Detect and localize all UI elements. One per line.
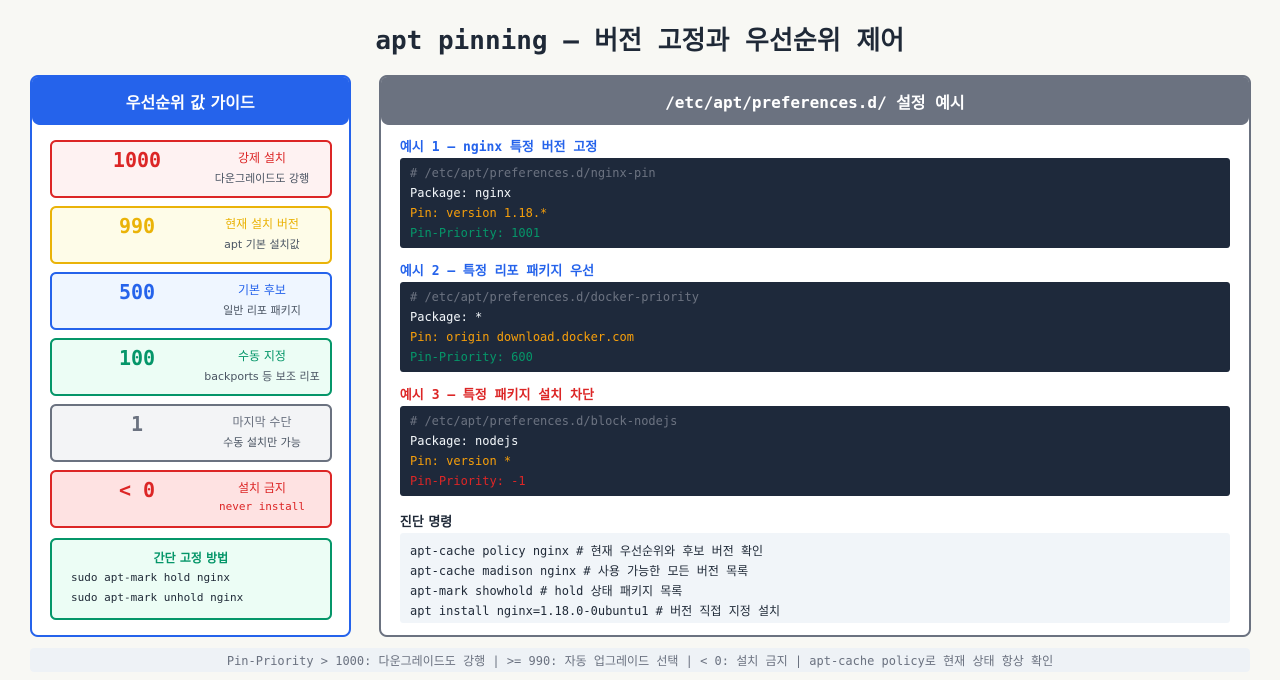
preferences-example-header: /etc/apt/preferences.d/ 설정 예시 <box>381 77 1249 125</box>
page-title: apt pinning — 버전 고정과 우선순위 제어 <box>375 26 905 56</box>
priority-card-100: 100 수동 지정 backports 등 보조 리포 <box>50 338 332 396</box>
example-1-title: 예시 1 — nginx 특정 버전 고정 <box>400 140 598 155</box>
priority-value: 500 <box>118 280 156 304</box>
example-1-code: # /etc/apt/preferences.d/nginx-pin Packa… <box>400 158 1230 248</box>
priority-value: 100 <box>118 346 156 370</box>
priority-value: 1000 <box>112 148 162 172</box>
diagnostic-code: apt-cache policy nginx # 현재 우선순위와 후보 버전 … <box>400 533 1230 623</box>
priority-desc: apt 기본 설치값 <box>224 238 300 251</box>
priority-desc: backports 등 보조 리포 <box>204 370 320 383</box>
example-3-title: 예시 3 — 특정 패키지 설치 차단 <box>400 388 595 403</box>
diagnostic-line: apt-mark showhold # hold 상태 패키지 목록 <box>410 584 683 598</box>
priority-card-500: 500 기본 후보 일반 리포 패키지 <box>50 272 332 330</box>
code-comment: # /etc/apt/preferences.d/nginx-pin <box>410 166 656 180</box>
priority-desc: 수동 설치만 가능 <box>223 436 301 449</box>
code-package: Package: nginx <box>410 186 512 200</box>
footer-note: Pin-Priority > 1000: 다운그레이드도 강행 | >= 990… <box>30 648 1250 672</box>
priority-value: 990 <box>118 214 156 238</box>
priority-value: < 0 <box>118 478 156 502</box>
priority-card-1: 1 마지막 수단 수동 설치만 가능 <box>50 404 332 462</box>
priority-label: 강제 설치 <box>238 151 286 165</box>
priority-guide-header: 우선순위 값 가이드 <box>32 77 349 125</box>
priority-guide-panel: 우선순위 값 가이드 1000 강제 설치 다운그레이드도 강행 990 현재 … <box>30 75 351 637</box>
code-package: Package: * <box>410 310 483 324</box>
code-comment: # /etc/apt/preferences.d/block-nodejs <box>410 414 678 428</box>
priority-label: 설치 금지 <box>238 481 286 495</box>
quick-pin-title: 간단 고정 방법 <box>153 551 229 565</box>
priority-label: 수동 지정 <box>238 349 286 363</box>
priority-card-negative: < 0 설치 금지 never install <box>50 470 332 528</box>
code-priority: Pin-Priority: -1 <box>410 474 526 488</box>
code-package: Package: nodejs <box>410 434 519 448</box>
example-2-title: 예시 2 — 특정 리포 패키지 우선 <box>400 264 595 279</box>
diagnostic-line: apt install nginx=1.18.0-0ubuntu1 # 버전 직… <box>410 604 781 618</box>
example-3-code: # /etc/apt/preferences.d/block-nodejs Pa… <box>400 406 1230 496</box>
diagnostic-line: apt-cache madison nginx # 사용 가능한 모든 버전 목… <box>410 564 749 578</box>
code-priority: Pin-Priority: 1001 <box>410 226 541 240</box>
priority-card-1000: 1000 강제 설치 다운그레이드도 강행 <box>50 140 332 198</box>
priority-label: 마지막 수단 <box>232 415 292 429</box>
priority-label: 기본 후보 <box>238 283 286 297</box>
example-2-code: # /etc/apt/preferences.d/docker-priority… <box>400 282 1230 372</box>
code-priority: Pin-Priority: 600 <box>410 350 533 364</box>
priority-desc: 일반 리포 패키지 <box>223 304 301 317</box>
diagnostic-title: 진단 명령 <box>400 515 453 530</box>
code-comment: # /etc/apt/preferences.d/docker-priority <box>410 290 699 304</box>
code-pin: Pin: version 1.18.* <box>410 206 548 220</box>
priority-desc: 다운그레이드도 강행 <box>214 172 310 185</box>
priority-card-990: 990 현재 설치 버전 apt 기본 설치값 <box>50 206 332 264</box>
priority-label: 현재 설치 버전 <box>225 217 299 231</box>
diagnostic-line: apt-cache policy nginx # 현재 우선순위와 후보 버전 … <box>410 544 764 558</box>
priority-value: 1 <box>130 412 144 436</box>
code-pin: Pin: origin download.docker.com <box>410 330 634 344</box>
quick-pin-box: 간단 고정 방법 sudo apt-mark hold nginx sudo a… <box>50 538 332 620</box>
quick-cmd-hold: sudo apt-mark hold nginx <box>71 571 230 584</box>
quick-cmd-unhold: sudo apt-mark unhold nginx <box>71 591 244 604</box>
code-pin: Pin: version * <box>410 454 512 468</box>
preferences-example-panel: /etc/apt/preferences.d/ 설정 예시 예시 1 — ngi… <box>379 75 1251 637</box>
priority-desc: never install <box>218 500 306 513</box>
